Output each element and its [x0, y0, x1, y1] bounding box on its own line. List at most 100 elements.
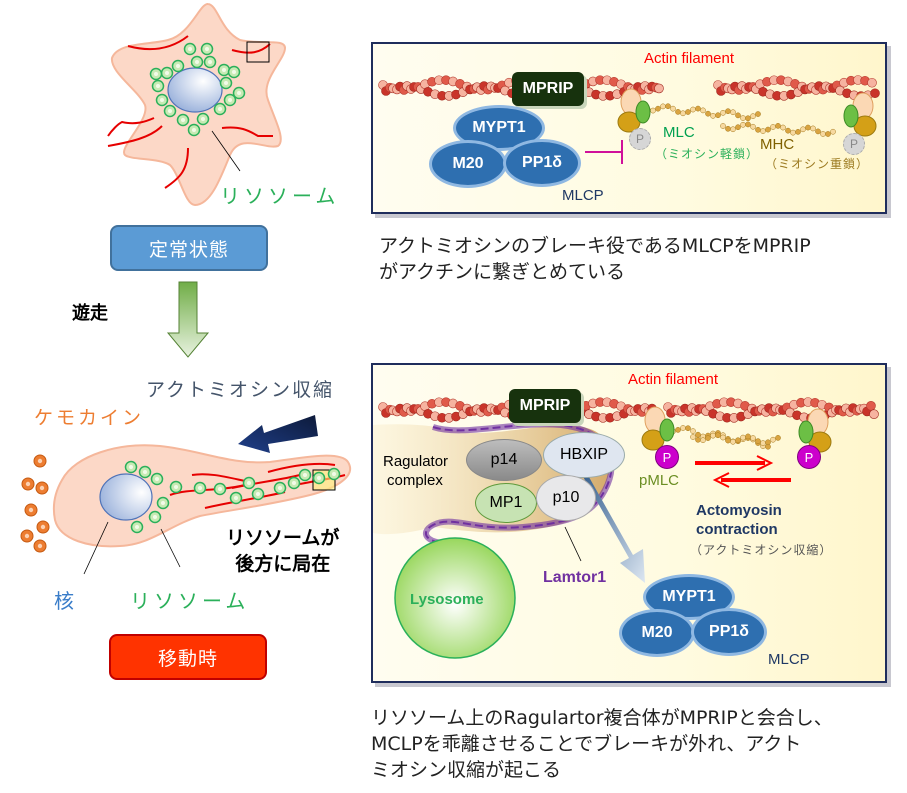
myosin-subunit: [745, 115, 751, 122]
lysosome-dot-core: [156, 84, 160, 88]
myosin-subunit: [715, 432, 721, 439]
myosin-subunit: [655, 105, 661, 112]
rear-localization-line-1: リソソームが: [226, 527, 340, 549]
ragulator-label-line: complex: [387, 472, 443, 489]
contraction-arrows: [695, 455, 791, 488]
bottom-panel-caption: リソソーム上のRagulartor複合体がMPRIPと会合し、 MCLPを乖離さ…: [371, 705, 833, 783]
lysosome-dot-core: [278, 486, 282, 490]
myosin-subunit: [800, 126, 806, 133]
mprip-box: MPRIP: [509, 389, 581, 423]
lysosome-dot-core: [201, 117, 205, 121]
contraction-line: contraction: [696, 521, 778, 538]
zoom-region-box: [246, 41, 270, 63]
myosin-subunit: [680, 110, 686, 117]
actin-subunit: [869, 409, 879, 419]
actin-fibers: [107, 35, 273, 189]
myosin-subunit: [740, 115, 746, 121]
myosin-subunit: [690, 106, 696, 113]
phospho-icon: P: [629, 128, 651, 150]
myosin-subunit: [690, 434, 696, 440]
phospho-icon: P: [843, 133, 865, 155]
mlcp-subunit-pp1d: PP1δ: [691, 608, 767, 656]
myosin-subunit: [810, 125, 816, 132]
lysosome-dots: [149, 42, 246, 137]
lysosome-dots: [124, 460, 341, 534]
mlcp-release-arrow: [581, 470, 645, 583]
myosin-subunit: [700, 437, 706, 444]
lysosome-label: Lysosome: [410, 591, 484, 608]
chemokine-dot-core: [40, 524, 46, 530]
myosin-subunit: [760, 440, 766, 446]
mlc-jp-label: （ミオシン軽鎖）: [655, 147, 760, 161]
myosin-subunit: [805, 124, 811, 131]
migration-mechanism-panel: Actin filament MPRIP Ragulator complex p…: [371, 363, 887, 683]
chemokine-dot-core: [24, 533, 30, 539]
mhc-label: MHC: [760, 136, 795, 153]
actin-filament: [378, 75, 880, 164]
lysosome-dot-core: [218, 487, 222, 491]
myosin-subunit: [825, 131, 831, 137]
myosin-subunit: [830, 128, 836, 135]
myosin-subunit: [710, 112, 716, 119]
nucleus: [167, 67, 223, 113]
myosin-subunit: [685, 109, 691, 115]
myosin-subunit: [695, 431, 701, 438]
myosin-subunit: [780, 124, 786, 131]
lysosome-dot-core: [176, 64, 180, 68]
lysosome-dot-core: [218, 107, 222, 111]
myosin-subunit: [715, 112, 721, 119]
myosin-subunit: [765, 439, 771, 446]
chemokine-dots: [20, 454, 50, 553]
steady-lysosome-label: リソソーム: [220, 184, 340, 208]
myosin-subunit: [695, 436, 701, 443]
lysosome-dot-core: [143, 470, 147, 474]
mlcp-subunit-pp1d: PP1δ: [503, 139, 581, 187]
lysosome-dot-core: [208, 60, 212, 64]
myosin-subunit: [790, 129, 796, 136]
steady-state-cell-illustration: [107, 3, 287, 207]
myosin-subunit: [735, 437, 741, 444]
lysosome: [394, 537, 516, 659]
myosin-subunit: [705, 435, 711, 441]
myosin-subunit: [755, 438, 761, 444]
myosin-subunit: [760, 128, 766, 134]
lysosome-dot-core: [165, 71, 169, 75]
myosin-subunit: [775, 435, 781, 441]
caption-line: ミオシン収縮が起こる: [371, 759, 562, 781]
moving-cell-illustration: [20, 415, 351, 575]
lysosome-dot-core: [292, 481, 296, 485]
myosin-subunit: [745, 121, 751, 128]
lysosome-dot-core: [155, 477, 159, 481]
myosin-subunit: [740, 121, 746, 128]
light-chain: [798, 420, 814, 444]
ragulator-subunit-p10: p10: [536, 475, 596, 521]
lysosome-dot-core: [154, 72, 158, 76]
lysosome-dot-core: [195, 60, 199, 64]
mhc-jp-label: （ミオシン重鎖）: [765, 157, 870, 171]
lysosome-dot-core: [232, 70, 236, 74]
actomyosin-contraction-label: アクトミオシン収縮: [146, 379, 335, 401]
myosin-subunit: [755, 111, 761, 117]
lysosome-dot-core: [247, 481, 251, 485]
myosin-subunit: [695, 105, 701, 112]
lysosome-dot-core: [332, 472, 336, 476]
moving-state-badge: 移動時: [109, 634, 267, 680]
myosin-subunit: [730, 126, 736, 133]
caption-line: がアクチンに繋ぎとめている: [379, 261, 626, 283]
myosin-subunit: [725, 108, 731, 115]
myosin-subunit: [735, 112, 741, 119]
myosin-subunit: [720, 434, 726, 441]
actin-subunit: [866, 401, 876, 411]
lysosome-dot-core: [192, 128, 196, 132]
mprip-box: MPRIP: [512, 72, 584, 106]
myosin-subunit: [700, 107, 706, 114]
nucleus-label: 核: [54, 589, 74, 613]
myosin-subunit: [720, 109, 726, 116]
myosin-subunit: [665, 103, 671, 110]
ragulator-subunit-hbxip: HBXIP: [543, 432, 625, 478]
chemokine-dot-core: [37, 543, 43, 549]
caption-line: アクトミオシンのブレーキ役であるMLCPをMPRIP: [379, 235, 811, 257]
lysosome-dot-core: [129, 465, 133, 469]
chemokine-dot-core: [28, 507, 34, 513]
lysosome-pointer-line: [211, 130, 241, 172]
